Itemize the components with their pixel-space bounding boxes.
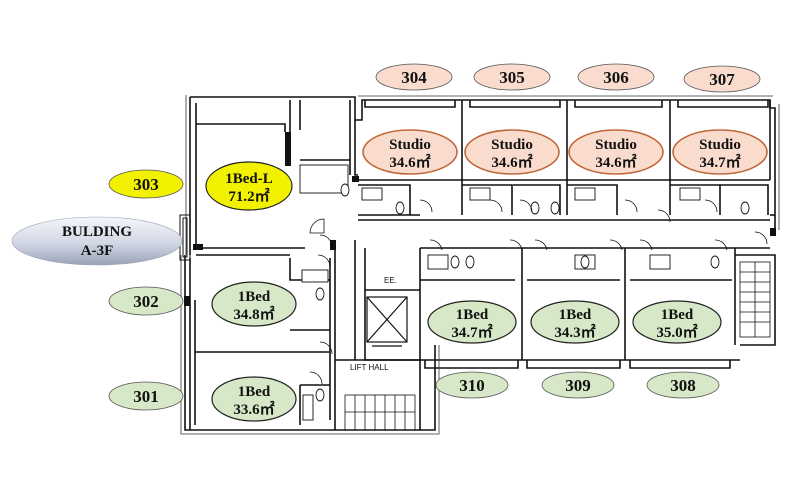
unit-number: 307 bbox=[709, 70, 735, 89]
unit-area: 34.6㎡ bbox=[389, 153, 430, 171]
unit-number-badge-304: 304 bbox=[375, 63, 453, 91]
wall-thickness bbox=[180, 95, 780, 435]
unit-area: 34.7㎡ bbox=[699, 153, 740, 171]
unit-area: 34.8㎡ bbox=[233, 305, 274, 323]
unit-type: 1Bed bbox=[456, 307, 489, 323]
unit-area: 35.0㎡ bbox=[656, 323, 697, 341]
unit-number-badge-308: 308 bbox=[646, 371, 720, 399]
unit-type: 1Bed bbox=[559, 307, 592, 323]
unit-number-badge-303: 303 bbox=[108, 169, 184, 199]
ee-label: EE. bbox=[384, 276, 397, 285]
unit-type: 1Bed bbox=[661, 307, 694, 323]
unit-number-badge-306: 306 bbox=[577, 63, 655, 91]
unit-number-badge-310: 310 bbox=[435, 371, 509, 399]
doors bbox=[309, 199, 768, 385]
unit-area: 33.6㎡ bbox=[233, 400, 274, 418]
unit-number: 306 bbox=[603, 68, 629, 87]
building-floor: A-3F bbox=[81, 243, 114, 259]
unit-number-badge-305: 305 bbox=[473, 63, 551, 91]
unit-type: Studio bbox=[699, 137, 741, 153]
unit-number: 305 bbox=[499, 68, 525, 87]
unit-type: Studio bbox=[389, 137, 431, 153]
unit-number-badge-302: 302 bbox=[108, 286, 184, 316]
unit-number: 301 bbox=[133, 387, 159, 406]
unit-number: 303 bbox=[133, 175, 159, 194]
unit-area: 34.7㎡ bbox=[451, 323, 492, 341]
unit-number: 309 bbox=[565, 376, 591, 395]
unit-number-badge-309: 309 bbox=[541, 371, 615, 399]
columns bbox=[184, 132, 776, 306]
lift-hall-label: LIFT HALL bbox=[350, 363, 389, 372]
unit-area: 71.2㎡ bbox=[228, 187, 269, 205]
unit-type: Studio bbox=[491, 137, 533, 153]
unit-number: 308 bbox=[670, 376, 696, 395]
unit-type: 1Bed bbox=[238, 289, 271, 305]
unit-number: 310 bbox=[459, 376, 485, 395]
unit-bubble-303: 1Bed-L71.2㎡ bbox=[205, 161, 293, 211]
unit-number-badge-307: 307 bbox=[683, 65, 761, 93]
unit-type: 1Bed bbox=[238, 384, 271, 400]
unit-number-badge-301: 301 bbox=[108, 381, 184, 411]
walls bbox=[184, 96, 776, 431]
elevator bbox=[366, 296, 408, 347]
unit-number: 304 bbox=[401, 68, 427, 87]
unit-type: 1Bed-L bbox=[225, 171, 273, 187]
unit-area: 34.6㎡ bbox=[595, 153, 636, 171]
unit-area: 34.3㎡ bbox=[554, 323, 595, 341]
unit-number: 302 bbox=[133, 292, 159, 311]
building-badge: BULDING A-3F bbox=[11, 216, 183, 266]
building-name: BULDING bbox=[62, 224, 132, 240]
unit-area: 34.6㎡ bbox=[491, 153, 532, 171]
unit-type: Studio bbox=[595, 137, 637, 153]
stair-right bbox=[739, 261, 771, 338]
fixtures bbox=[299, 164, 750, 421]
stair-left bbox=[344, 394, 416, 431]
